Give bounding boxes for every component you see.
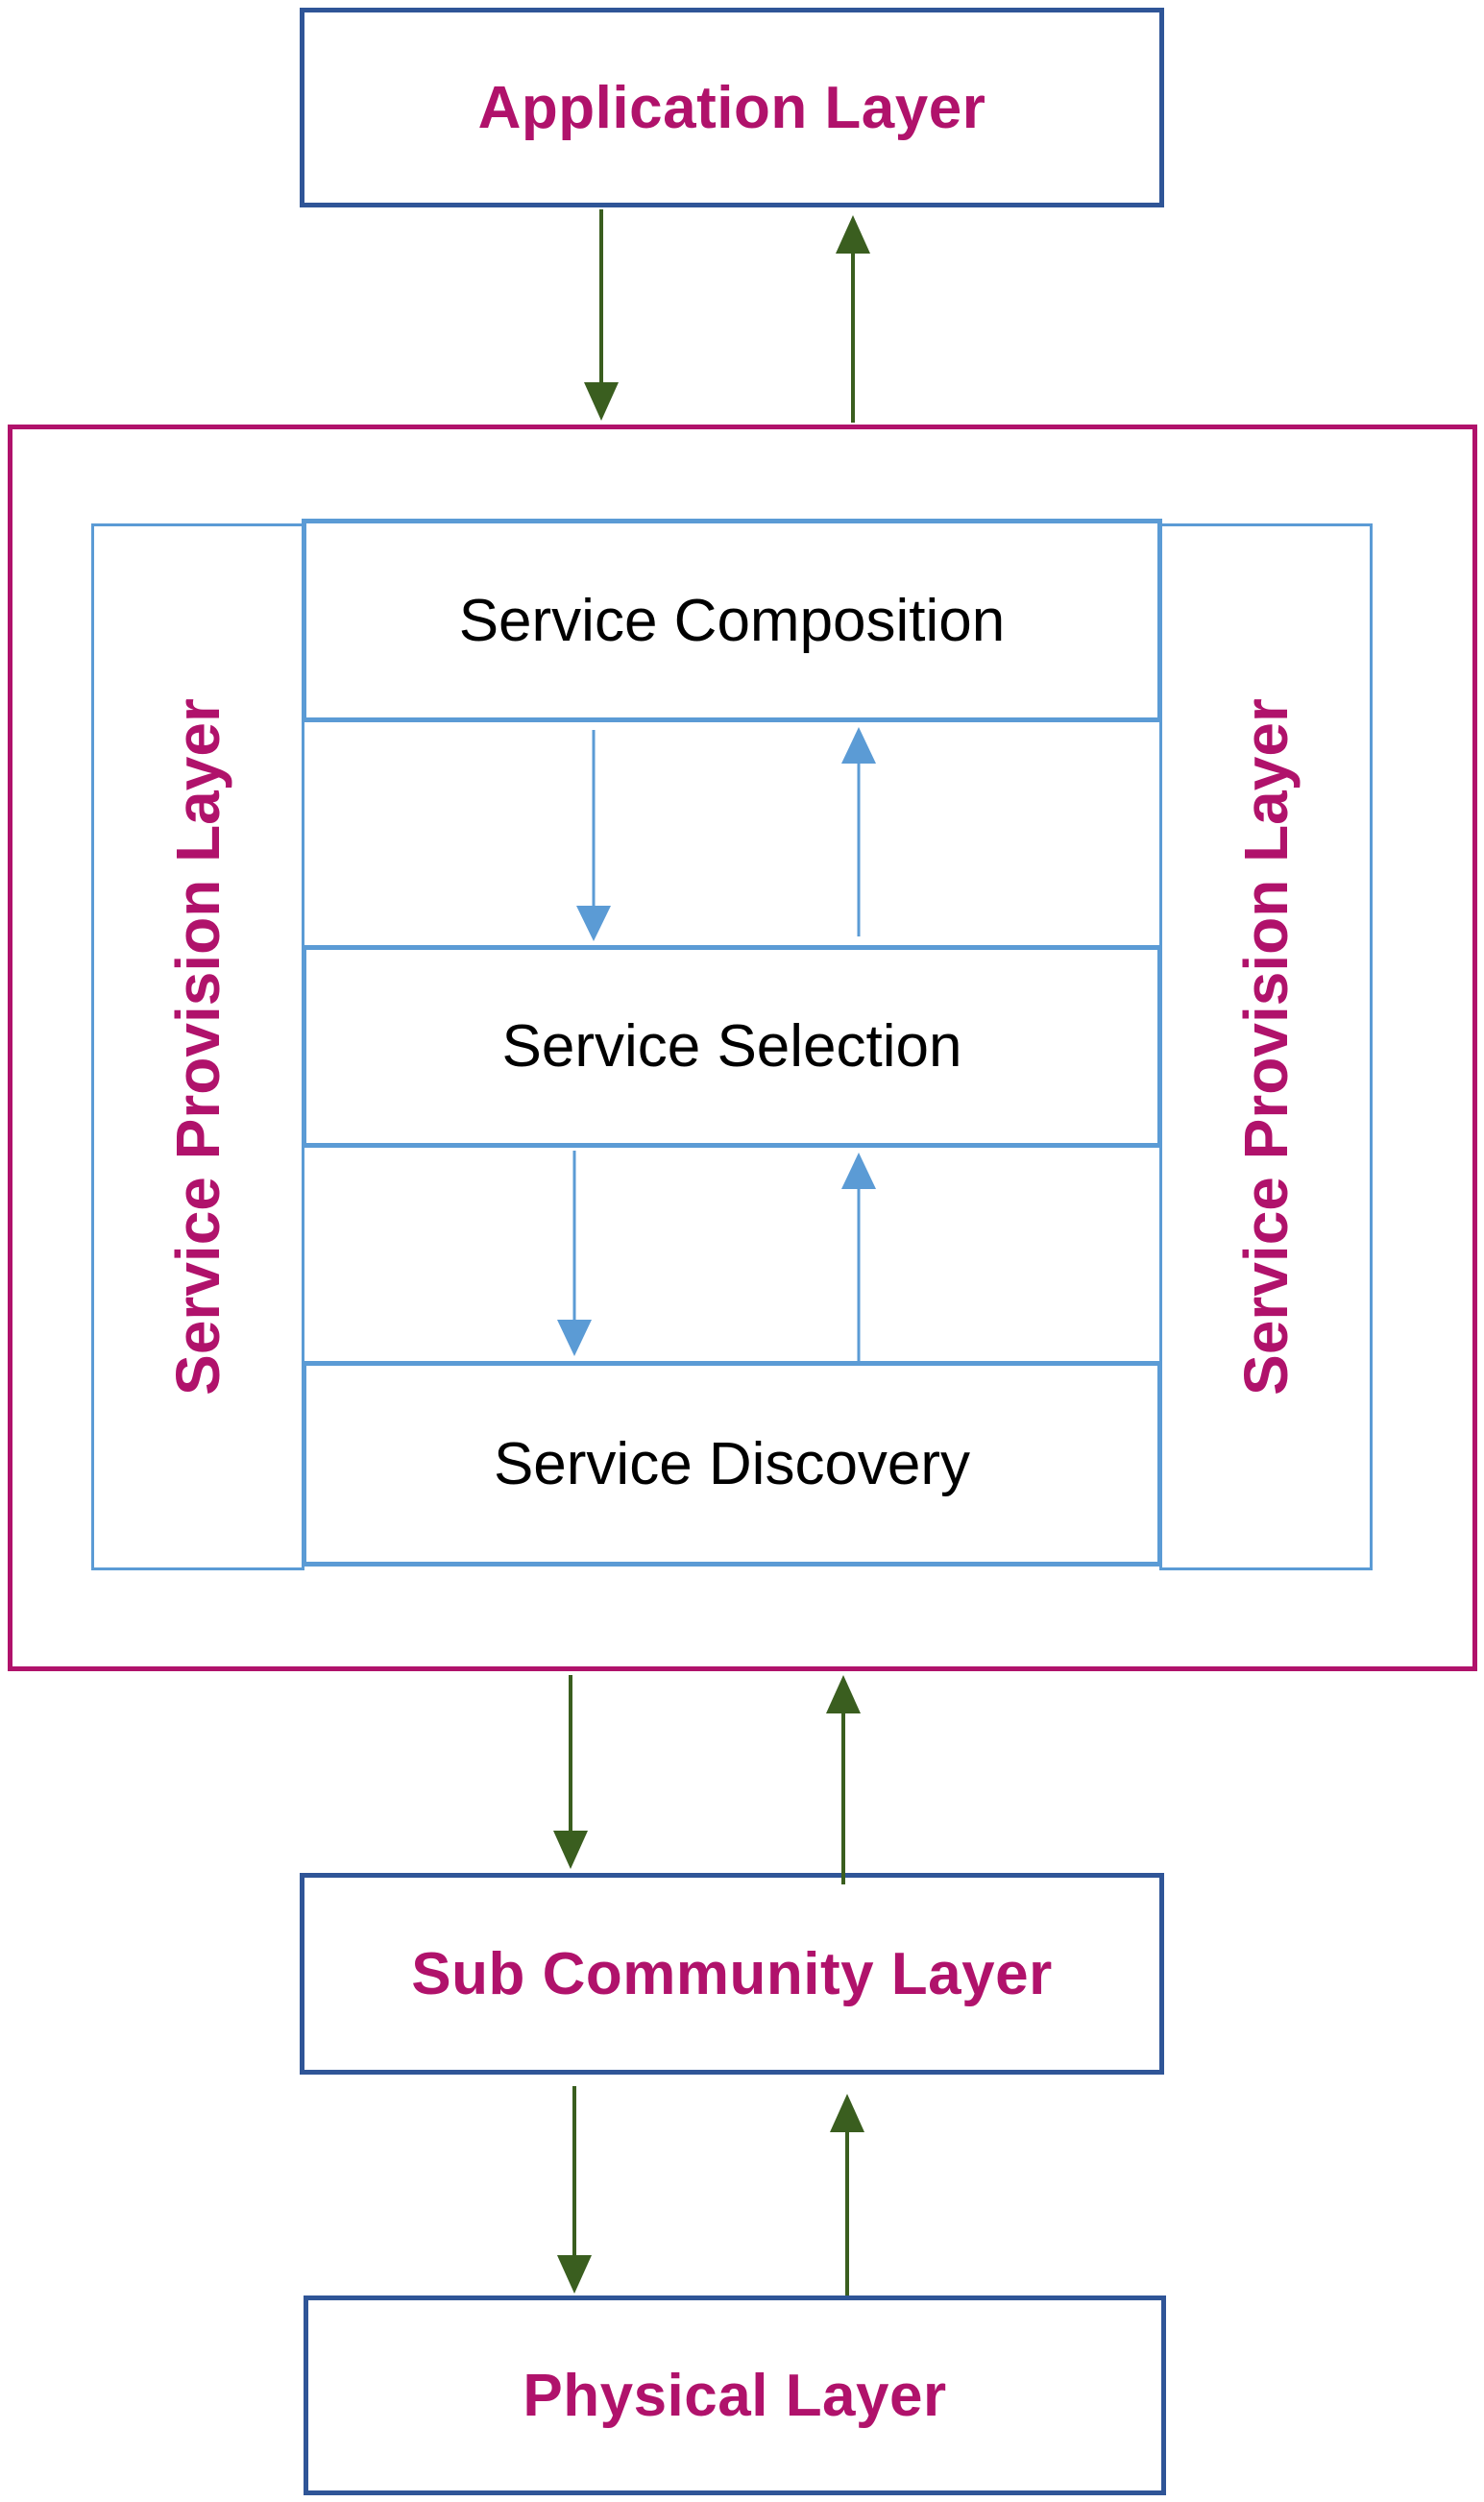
inner-gap-upper bbox=[302, 717, 1162, 950]
inner-gap-lower bbox=[302, 1143, 1162, 1366]
arrow-down-icon bbox=[584, 209, 619, 421]
application-layer-label: Application Layer bbox=[477, 74, 986, 141]
physical-layer-box: Physical Layer bbox=[304, 2296, 1166, 2495]
arrow-up-icon bbox=[830, 2094, 864, 2296]
physical-layer-label: Physical Layer bbox=[523, 2362, 947, 2429]
service-provision-right-label: Service Provision Layer bbox=[1231, 698, 1301, 1396]
service-provision-left-panel: Service Provision Layer bbox=[91, 523, 304, 1570]
service-provision-right-panel: Service Provision Layer bbox=[1159, 523, 1373, 1570]
sub-community-layer-box: Sub Community Layer bbox=[300, 1873, 1164, 2075]
arrow-down-icon bbox=[557, 2086, 592, 2294]
arrow-up-icon bbox=[836, 215, 870, 423]
sub-community-layer-label: Sub Community Layer bbox=[411, 1940, 1053, 2007]
service-composition-box: Service Composition bbox=[302, 519, 1162, 722]
service-discovery-label: Service Discovery bbox=[493, 1430, 971, 1497]
application-layer-box: Application Layer bbox=[300, 8, 1164, 207]
service-composition-label: Service Composition bbox=[458, 587, 1006, 654]
service-provision-left-label: Service Provision Layer bbox=[163, 698, 232, 1396]
arrow-up-icon bbox=[826, 1675, 861, 1884]
service-discovery-box: Service Discovery bbox=[302, 1361, 1162, 1567]
service-selection-box: Service Selection bbox=[302, 945, 1162, 1148]
arrow-down-icon bbox=[553, 1675, 588, 1869]
service-selection-label: Service Selection bbox=[501, 1013, 962, 1080]
